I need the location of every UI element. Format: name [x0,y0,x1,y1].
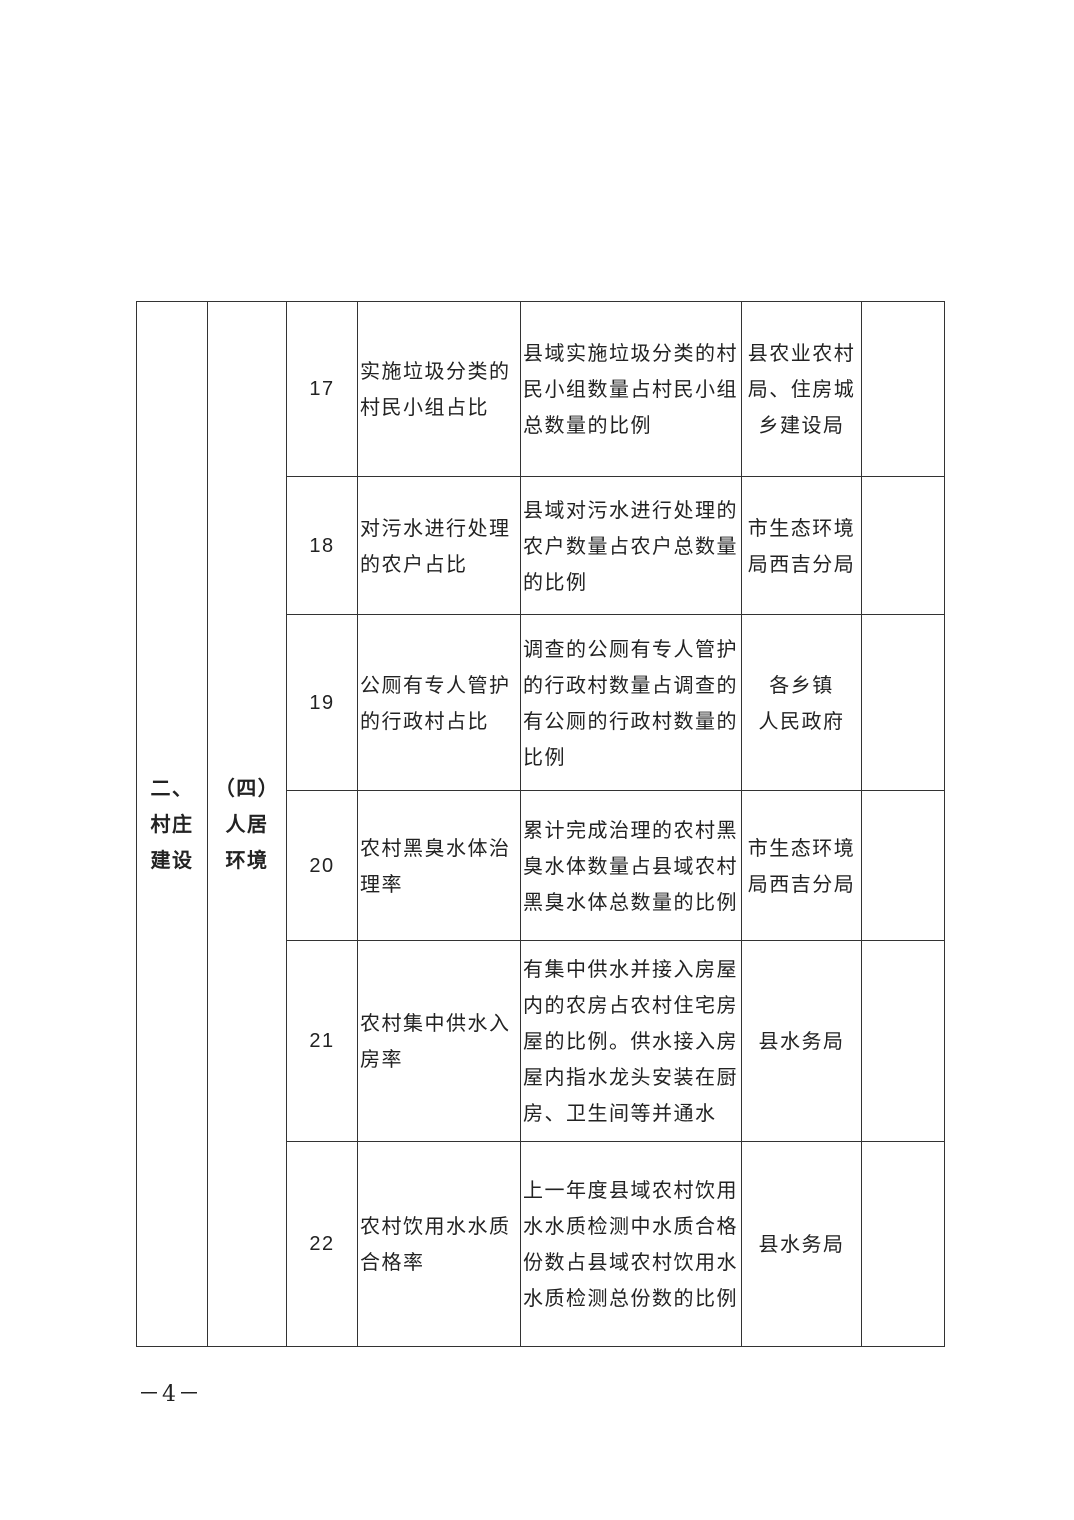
indicator-name: 实施垃圾分类的村民小组占比 [357,301,521,477]
remark-cell [861,1141,945,1347]
responsible-department: 各乡镇 人民政府 [741,614,862,791]
category-level1-line: 二、 [150,776,194,800]
remark-cell [861,614,945,791]
indicator-table: 二、 村庄 建设 （四） 人居 环境 17 实施垃圾分类的村民小组占比 县域实施… [136,301,945,1347]
indicator-name: 农村黑臭水体治理率 [357,790,521,941]
department-line: 局西吉分局 [747,551,856,576]
category-level2-cell: （四） 人居 环境 [207,301,287,1347]
indicator-description: 县域对污水进行处理的农户数量占农户总数量的比例 [520,476,742,615]
remark-cell [861,301,945,477]
indicator-description: 县域实施垃圾分类的村民小组数量占村民小组总数量的比例 [520,301,742,477]
indicator-number: 20 [286,790,358,941]
responsible-department: 县农业农村 局、住房城 乡建设局 [741,301,862,477]
department-line: 县农业农村 [747,341,856,365]
table-row: 22 农村饮用水水质合格率 上一年度县域农村饮用水水质检测中水质合格份数占县域农… [137,1141,945,1347]
department-line: 市生态环境 [747,515,856,540]
table-row: 21 农村集中供水入房率 有集中供水并接入房屋内的农房占农村住宅房屋的比例。供水… [137,940,945,1142]
category-level1-line: 村庄 [150,812,194,836]
category-level2-line: 环境 [225,848,269,872]
table-row: 18 对污水进行处理的农户占比 县域对污水进行处理的农户数量占农户总数量的比例 … [137,476,945,615]
responsible-department: 市生态环境 局西吉分局 [741,476,862,615]
department-line: 各乡镇 [769,672,834,697]
remark-cell [861,790,945,941]
indicator-number: 17 [286,301,358,477]
page-number: －4－ [138,1382,202,1407]
department-line: 局西吉分局 [747,871,856,896]
table-row: 19 公厕有专人管护的行政村占比 调查的公厕有专人管护的行政村数量占调查的有公厕… [137,614,945,791]
department-line: 市生态环境 [747,835,856,860]
department-line: 县水务局 [758,1232,845,1256]
indicator-name: 农村饮用水水质合格率 [357,1141,521,1347]
category-level2-line: 人居 [225,812,269,836]
department-line: 人民政府 [758,708,845,733]
table-row: 二、 村庄 建设 （四） 人居 环境 17 实施垃圾分类的村民小组占比 县域实施… [136,301,945,1347]
indicator-description: 上一年度县域农村饮用水水质检测中水质合格份数占县域农村饮用水水质检测总份数的比例 [520,1141,742,1347]
indicator-description: 有集中供水并接入房屋内的农房占农村住宅房屋的比例。供水接入房屋内指水龙头安装在厨… [520,940,742,1142]
indicator-number: 19 [286,614,358,791]
indicator-number: 21 [286,940,358,1142]
remark-cell [861,476,945,615]
indicator-description: 累计完成治理的农村黑臭水体数量占县域农村黑臭水体总数量的比例 [520,790,742,941]
responsible-department: 市生态环境 局西吉分局 [741,790,862,941]
category-level2-line: （四） [214,776,280,800]
indicator-name: 公厕有专人管护的行政村占比 [357,614,521,791]
department-line: 乡建设局 [758,413,845,437]
category-level1-cell: 二、 村庄 建设 [136,301,208,1347]
department-line: 县水务局 [758,1029,845,1053]
indicator-name: 对污水进行处理的农户占比 [357,476,521,615]
indicator-name: 农村集中供水入房率 [357,940,521,1142]
department-line: 局、住房城 [747,377,856,401]
remark-cell [861,940,945,1142]
category-level1-line: 建设 [150,848,194,872]
indicator-number: 22 [286,1141,358,1347]
indicator-description: 调查的公厕有专人管护的行政村数量占调查的有公厕的行政村数量的比例 [520,614,742,791]
indicator-number: 18 [286,476,358,615]
table-row: 20 农村黑臭水体治理率 累计完成治理的农村黑臭水体数量占县域农村黑臭水体总数量… [137,790,945,941]
responsible-department: 县水务局 [741,940,862,1142]
responsible-department: 县水务局 [741,1141,862,1347]
